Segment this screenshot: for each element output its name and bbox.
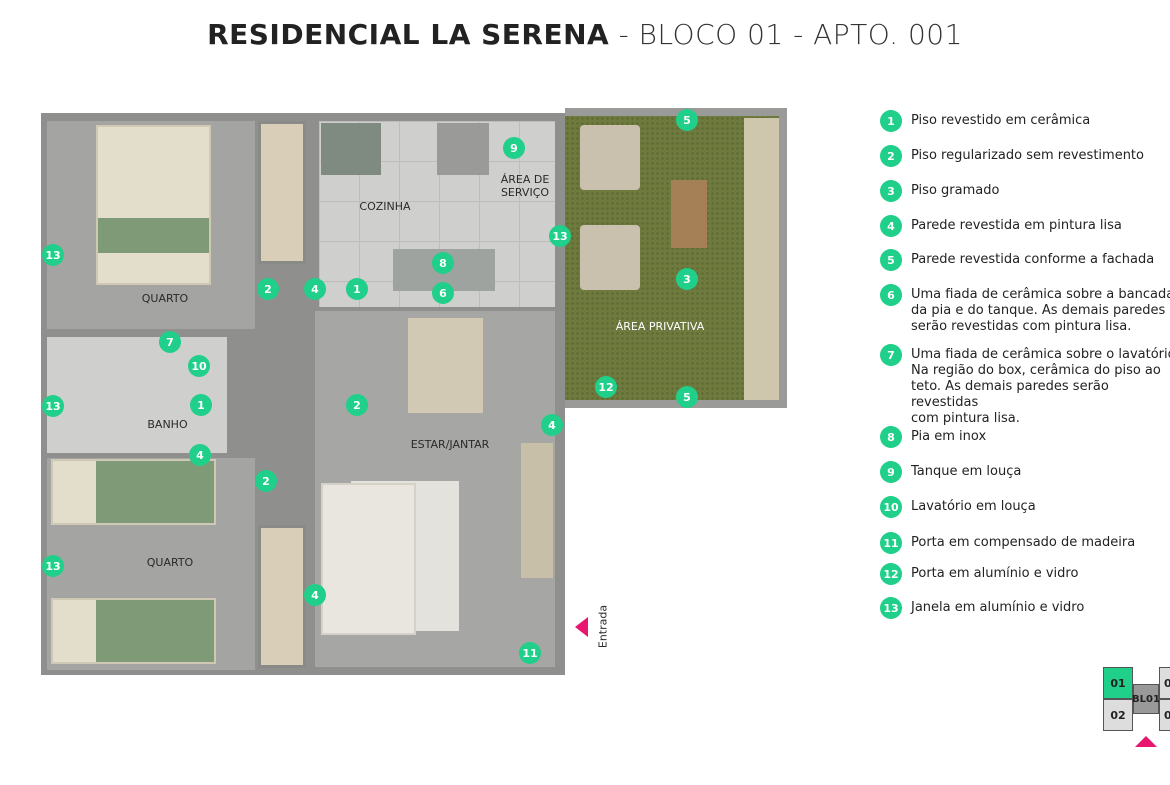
sofa xyxy=(321,483,416,635)
marker: 4 xyxy=(541,414,563,436)
marker: 13 xyxy=(42,555,64,577)
unit: 0 xyxy=(1159,667,1170,699)
marker: 13 xyxy=(549,225,571,247)
coffee-table xyxy=(671,180,707,248)
marker: 6 xyxy=(432,282,454,304)
marker: 13 xyxy=(42,395,64,417)
marker: 7 xyxy=(159,331,181,353)
dining-table xyxy=(408,318,483,413)
room-label-privativa: ÁREA PRIVATIVA xyxy=(615,320,705,333)
position-arrow-icon xyxy=(1135,736,1157,747)
unit: 0 xyxy=(1159,699,1170,731)
room-label-banho: BANHO xyxy=(147,418,188,431)
armchair xyxy=(580,125,640,190)
tv-console xyxy=(521,443,553,578)
marker: 13 xyxy=(42,244,64,266)
marker: 8 xyxy=(432,252,454,274)
room-label-quarto: QUARTO xyxy=(146,556,194,569)
entrance-label: Entrada xyxy=(596,604,610,649)
marker: 11 xyxy=(519,642,541,664)
unit-01: 01 xyxy=(1103,667,1133,699)
room-label-servico: ÁREA DE SERVIÇO xyxy=(500,173,550,199)
wardrobe xyxy=(258,525,306,668)
marker: 2 xyxy=(257,278,279,300)
block-label: BL01 xyxy=(1132,684,1160,714)
marker: 4 xyxy=(304,584,326,606)
marker: 4 xyxy=(189,444,211,466)
room-label-estar: ESTAR/JANTAR xyxy=(410,438,490,451)
marker: 3 xyxy=(676,268,698,290)
room-label-cozinha: COZINHA xyxy=(359,200,411,213)
room-label-quarto: QUARTO xyxy=(141,292,189,305)
double-bed xyxy=(96,125,211,285)
bed-blanket xyxy=(96,600,214,662)
floor-plan xyxy=(41,113,565,675)
marker: 2 xyxy=(346,394,368,416)
page-title: RESIDENCIAL LA SERENA - BLOCO 01 - APTO.… xyxy=(207,18,963,51)
marker: 12 xyxy=(595,376,617,398)
marker: 4 xyxy=(304,278,326,300)
marker: 2 xyxy=(255,470,277,492)
bed-blanket xyxy=(96,461,214,523)
stove xyxy=(437,123,489,175)
armchair xyxy=(580,225,640,290)
bench xyxy=(744,118,779,400)
counter xyxy=(321,123,381,175)
bed-blanket xyxy=(98,218,209,253)
marker: 5 xyxy=(676,109,698,131)
marker: 1 xyxy=(190,394,212,416)
marker: 1 xyxy=(346,278,368,300)
marker: 9 xyxy=(503,137,525,159)
entrance-arrow-icon xyxy=(575,617,588,637)
marker: 5 xyxy=(676,386,698,408)
unit-02: 02 xyxy=(1103,699,1133,731)
wardrobe xyxy=(258,121,306,264)
marker: 10 xyxy=(188,355,210,377)
